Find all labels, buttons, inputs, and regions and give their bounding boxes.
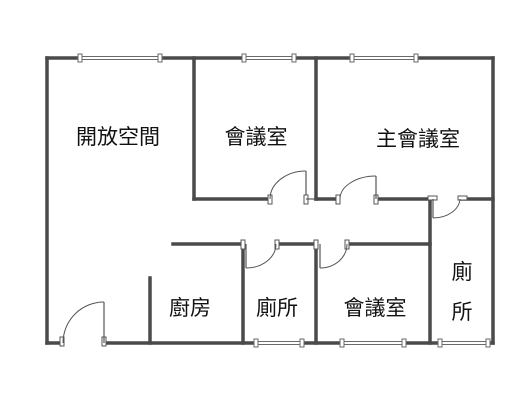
room-label-kitchen: 廚房	[169, 296, 211, 320]
restroom-right-door	[427, 195, 468, 219]
room-label-meeting-room-top: 會議室	[225, 125, 288, 149]
main-meeting-room-door	[335, 175, 379, 205]
room-label-restroom-middle: 廁所	[256, 296, 298, 320]
room-label-restroom-right-line2: 所	[452, 300, 473, 324]
room-label-restroom-right-line1: 廁	[452, 260, 473, 284]
windows	[77, 53, 491, 348]
meeting-room-bottom-door	[313, 239, 350, 269]
window	[339, 338, 407, 348]
room-label-main-meeting-room: 主會議室	[376, 127, 460, 151]
room-label-open-space: 開放空間	[76, 125, 160, 149]
window	[241, 53, 297, 63]
window	[77, 53, 163, 63]
doors	[59, 170, 468, 347]
entrance-door	[59, 301, 107, 347]
window	[437, 338, 491, 348]
room-label-meeting-room-bottom: 會議室	[344, 296, 407, 320]
room-labels: 開放空間 會議室 主會議室 廚房 廁所 會議室 廁 所	[76, 125, 473, 324]
restroom-middle-door	[240, 239, 280, 269]
window	[349, 53, 419, 63]
window	[253, 338, 305, 348]
meeting-room-top-door	[267, 170, 316, 205]
